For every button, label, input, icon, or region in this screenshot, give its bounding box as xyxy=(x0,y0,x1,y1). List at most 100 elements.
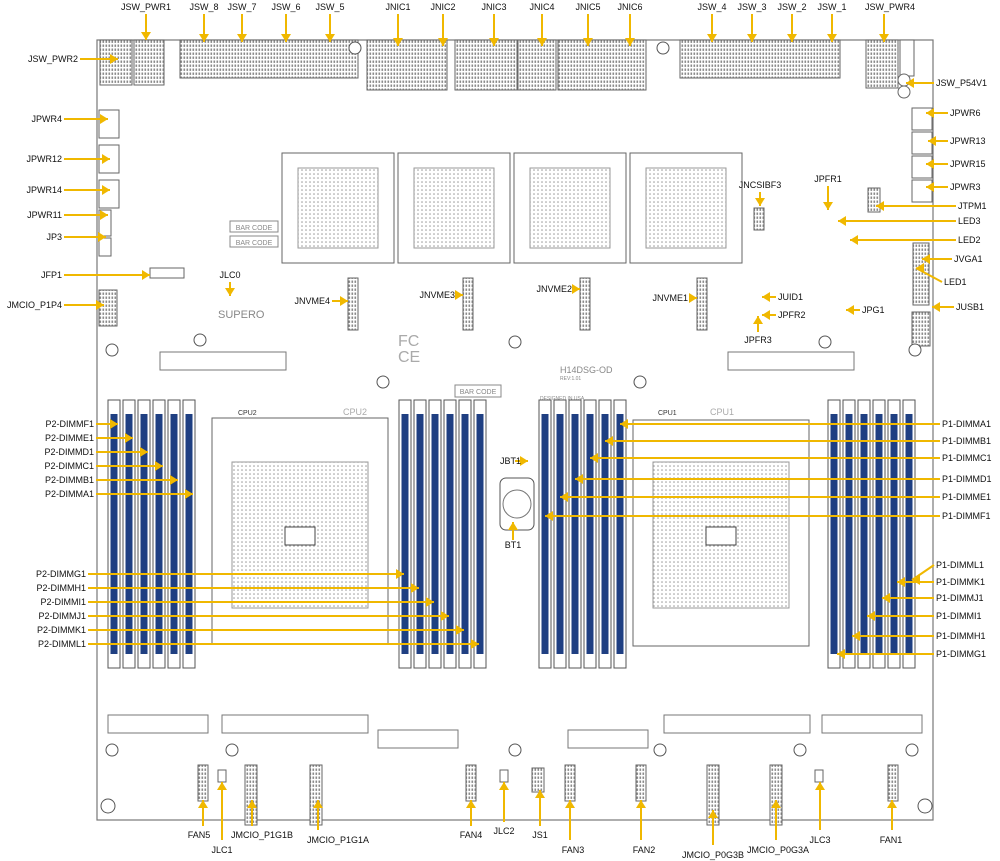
callout-jnvme4: JNVME4 xyxy=(294,296,348,306)
callout-arrowhead xyxy=(583,38,593,46)
callout-arrowhead xyxy=(281,34,291,42)
callout-fan3: FAN3 xyxy=(562,800,585,855)
callout-jnic4: JNIC4 xyxy=(529,2,555,46)
callout-jsw-p54v1: JSW_P54V1 xyxy=(906,78,987,88)
board-revision-text: REV:1.01 xyxy=(560,376,581,382)
callout-label: P1-DIMMH1 xyxy=(936,631,986,641)
callout-label: JPG1 xyxy=(862,305,885,315)
callout-jmcio-p1p4: JMCIO_P1P4 xyxy=(7,300,104,310)
callout-label: JMCIO_P1P4 xyxy=(7,300,62,310)
callout-arrowhead xyxy=(823,202,833,210)
callout-label: JLC2 xyxy=(493,826,514,836)
callout-jpwr12: JPWR12 xyxy=(26,154,110,164)
callout-label: JPWR6 xyxy=(950,108,981,118)
callout-label: JSW_PWR4 xyxy=(865,2,915,12)
callout-label: P2-DIMML1 xyxy=(38,639,86,649)
callout-p2-dimmg1: P2-DIMMG1 xyxy=(36,569,404,579)
callout-fan5: FAN5 xyxy=(188,800,210,840)
callout-arrowhead xyxy=(846,305,854,315)
callout-label: JSW_1 xyxy=(817,2,846,12)
callout-arrowhead xyxy=(96,300,104,310)
callout-arrowhead xyxy=(456,625,464,635)
callout-label: FAN3 xyxy=(562,845,585,855)
callout-arrowhead xyxy=(625,38,635,46)
callout-label: JNIC2 xyxy=(430,2,455,12)
callout-p1-dimmf1: P1-DIMMF1 xyxy=(545,511,991,521)
callout-arrowhead xyxy=(932,302,940,312)
callout-jmcio-p0g3a: JMCIO_P0G3A xyxy=(747,800,809,855)
cpu2-label: CPU2 xyxy=(238,410,257,417)
callout-arrowhead xyxy=(438,38,448,46)
callout-arrowhead xyxy=(852,631,860,641)
callout-arrowhead xyxy=(897,577,905,587)
callout-label: JSW_PWR1 xyxy=(121,2,171,12)
callout-label: JNIC5 xyxy=(575,2,600,12)
callout-arrowhead xyxy=(879,34,889,42)
callout-arrowhead xyxy=(928,136,936,146)
callout-p1-dimmg1: P1-DIMMG1 xyxy=(837,649,986,659)
callout-arrowhead xyxy=(225,288,235,296)
brand-logo-text: SUPERO xyxy=(218,309,265,321)
callout-js1: JS1 xyxy=(532,790,548,840)
dimm-slot-p2-left-6 xyxy=(182,399,196,669)
callout-arrowhead xyxy=(489,38,499,46)
callout-jpwr11: JPWR11 xyxy=(27,210,108,220)
callout-jsw-5: JSW_5 xyxy=(315,2,345,42)
callout-jfp1: JFP1 xyxy=(41,270,150,280)
callout-label: JSW_3 xyxy=(737,2,766,12)
top-modules xyxy=(229,152,743,264)
callout-jpwr4: JPWR4 xyxy=(31,114,108,124)
dimm-slot-p2-left-4 xyxy=(152,399,166,669)
callout-jsw-3: JSW_3 xyxy=(737,2,767,42)
callout-jp3: JP3 xyxy=(46,232,106,242)
callout-p2-dimmh1: P2-DIMMH1 xyxy=(36,583,419,593)
callout-arrowhead xyxy=(471,639,479,649)
callout-arrowhead xyxy=(393,38,403,46)
callout-label: P1-DIMMC1 xyxy=(942,453,992,463)
callout-label: JLC3 xyxy=(809,835,830,845)
callout-jmcio-p1g1b: JMCIO_P1G1B xyxy=(231,800,293,840)
callout-jnic6: JNIC6 xyxy=(617,2,643,46)
callout-p1-dimma1: P1-DIMMA1 xyxy=(620,419,991,429)
callout-arrowhead xyxy=(102,185,110,195)
callout-label: JSW_4 xyxy=(697,2,726,12)
callout-jnvme2: JNVME2 xyxy=(536,284,580,294)
callout-jnic3: JNIC3 xyxy=(481,2,507,46)
callout-label: JPWR13 xyxy=(950,136,986,146)
dimm-slot-p1-left-1 xyxy=(538,399,552,669)
callout-p1-dimmd1: P1-DIMMD1 xyxy=(575,474,992,484)
callout-jlc3: JLC3 xyxy=(809,782,831,845)
callout-jsw-8: JSW_8 xyxy=(189,2,219,42)
callout-label: JS1 xyxy=(532,830,548,840)
callout-arrowhead xyxy=(110,54,118,64)
callout-jnic2: JNIC2 xyxy=(430,2,456,46)
callout-arrowhead xyxy=(560,492,568,502)
capacitor-rows xyxy=(107,351,923,749)
callout-led1: LED1 xyxy=(915,263,967,287)
callout-arrowhead xyxy=(217,782,227,790)
callout-arrowhead xyxy=(755,198,765,206)
callout-label: JSW_2 xyxy=(777,2,806,12)
callout-label: JBT1 xyxy=(500,456,521,466)
callout-arrowhead xyxy=(636,800,646,808)
callout-arrowhead xyxy=(142,270,150,280)
callout-p2-dimml1: P2-DIMML1 xyxy=(38,639,479,649)
cpu1-socket xyxy=(632,419,810,647)
callout-jmcio-p0g3b: JMCIO_P0G3B xyxy=(682,810,744,860)
callout-arrowhead xyxy=(850,235,858,245)
callout-arrowhead xyxy=(102,154,110,164)
dimm-slot-p1-right-1 xyxy=(827,399,841,669)
callout-label: JUID1 xyxy=(778,292,803,302)
callout-label: P2-DIMMH1 xyxy=(36,583,86,593)
callout-jnvme1: JNVME1 xyxy=(652,293,697,303)
dimm-slot-p2-right-4 xyxy=(443,399,457,669)
callout-p1-dimmi1: P1-DIMMI1 xyxy=(867,611,982,621)
callout-label: JNCSIBF3 xyxy=(739,180,782,190)
callout-jncsibf3: JNCSIBF3 xyxy=(739,180,782,206)
callout-label: P1-DIMML1 xyxy=(936,560,984,570)
callout-label: JPWR3 xyxy=(950,182,981,192)
callout-p2-dimmc1: P2-DIMMC1 xyxy=(44,461,163,471)
callout-arrowhead xyxy=(882,593,890,603)
made-in-text: DESIGNED IN USA xyxy=(540,396,585,402)
